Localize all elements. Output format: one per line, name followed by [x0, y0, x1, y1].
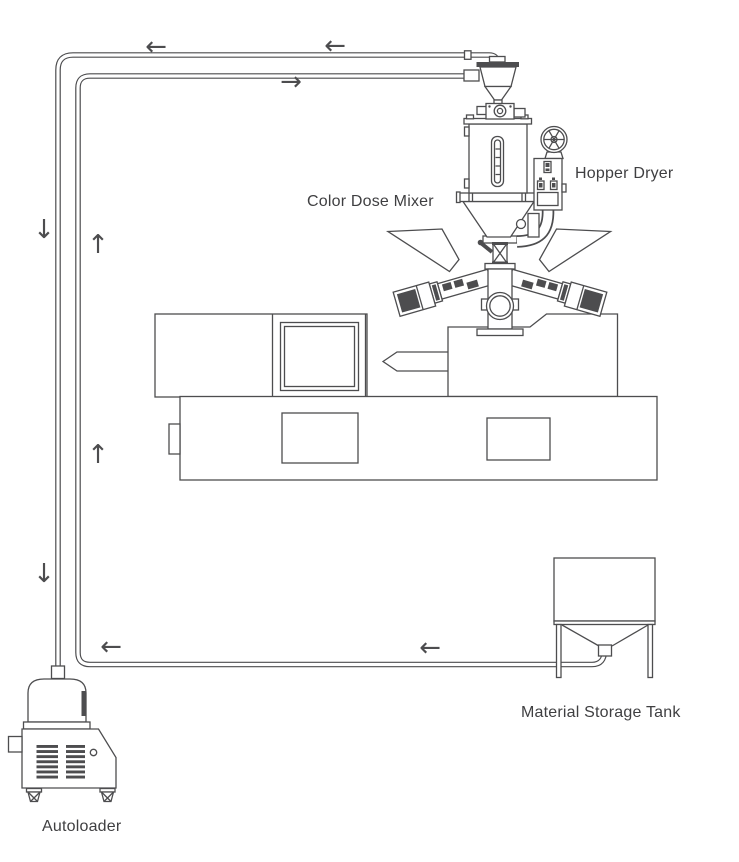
flow-arrow-left-icon: ←: [419, 633, 441, 663]
vent-grille: [36, 745, 85, 779]
autoloader-label: Autoloader: [42, 818, 122, 835]
tank-legs: [555, 623, 654, 679]
injection-unit: [447, 313, 619, 398]
left-dosing-motor: [392, 268, 493, 318]
flow-arrow-left-icon: ←: [145, 32, 167, 62]
flow-arrow-left-icon: ←: [100, 632, 122, 662]
autoloader-dome: [27, 678, 87, 723]
casters: [25, 787, 116, 803]
autoloader-body: [21, 728, 117, 789]
color-dose-mixer-drawing: [385, 228, 613, 337]
flow-arrow-up-icon: ↑: [87, 440, 109, 470]
flow-arrow-down-icon: ↓: [33, 215, 55, 245]
right-additive-hopper: [538, 228, 613, 273]
hopper-dryer-label: Hopper Dryer: [575, 165, 674, 182]
tank-funnel: [561, 624, 649, 657]
pipe-couplers: [463, 50, 506, 82]
flow-arrow-up-icon: ↑: [87, 230, 109, 260]
left-additive-hopper: [385, 228, 460, 273]
mixer-inlet-valve: [477, 235, 518, 265]
autoloader-drawing: [7, 665, 117, 803]
nozzle-arrow: [381, 351, 450, 372]
fan-blower-icon: [540, 125, 568, 160]
dryer-cone: [461, 200, 536, 238]
platen-window: [279, 321, 360, 392]
hopper-dryer-drawing: [455, 114, 568, 248]
flow-arrow-left-icon: ←: [324, 31, 346, 61]
material-storage-tank-drawing: [553, 557, 656, 679]
flow-arrow-right-icon: →: [280, 67, 302, 97]
receiver-hopper: [476, 62, 519, 106]
receiver-mount: [476, 102, 526, 120]
color-dose-mixer-label: Color Dose Mixer: [307, 193, 434, 210]
control-panel: [533, 157, 567, 211]
material-feed-pipe: [75, 73, 608, 668]
heater-duct: [516, 208, 555, 248]
mixing-chamber: [476, 262, 524, 337]
tank-body: [553, 557, 656, 622]
mixing-chamber-port: [485, 291, 515, 321]
right-dosing-motor: [506, 264, 608, 317]
injection-molding-machine: [154, 313, 658, 481]
clamping-unit: [154, 313, 368, 398]
flow-arrow-down-icon: ↓: [33, 559, 55, 589]
machine-base: [168, 395, 658, 481]
material-storage-tank-label: Material Storage Tank: [521, 704, 681, 721]
sight-glass: [490, 135, 505, 188]
